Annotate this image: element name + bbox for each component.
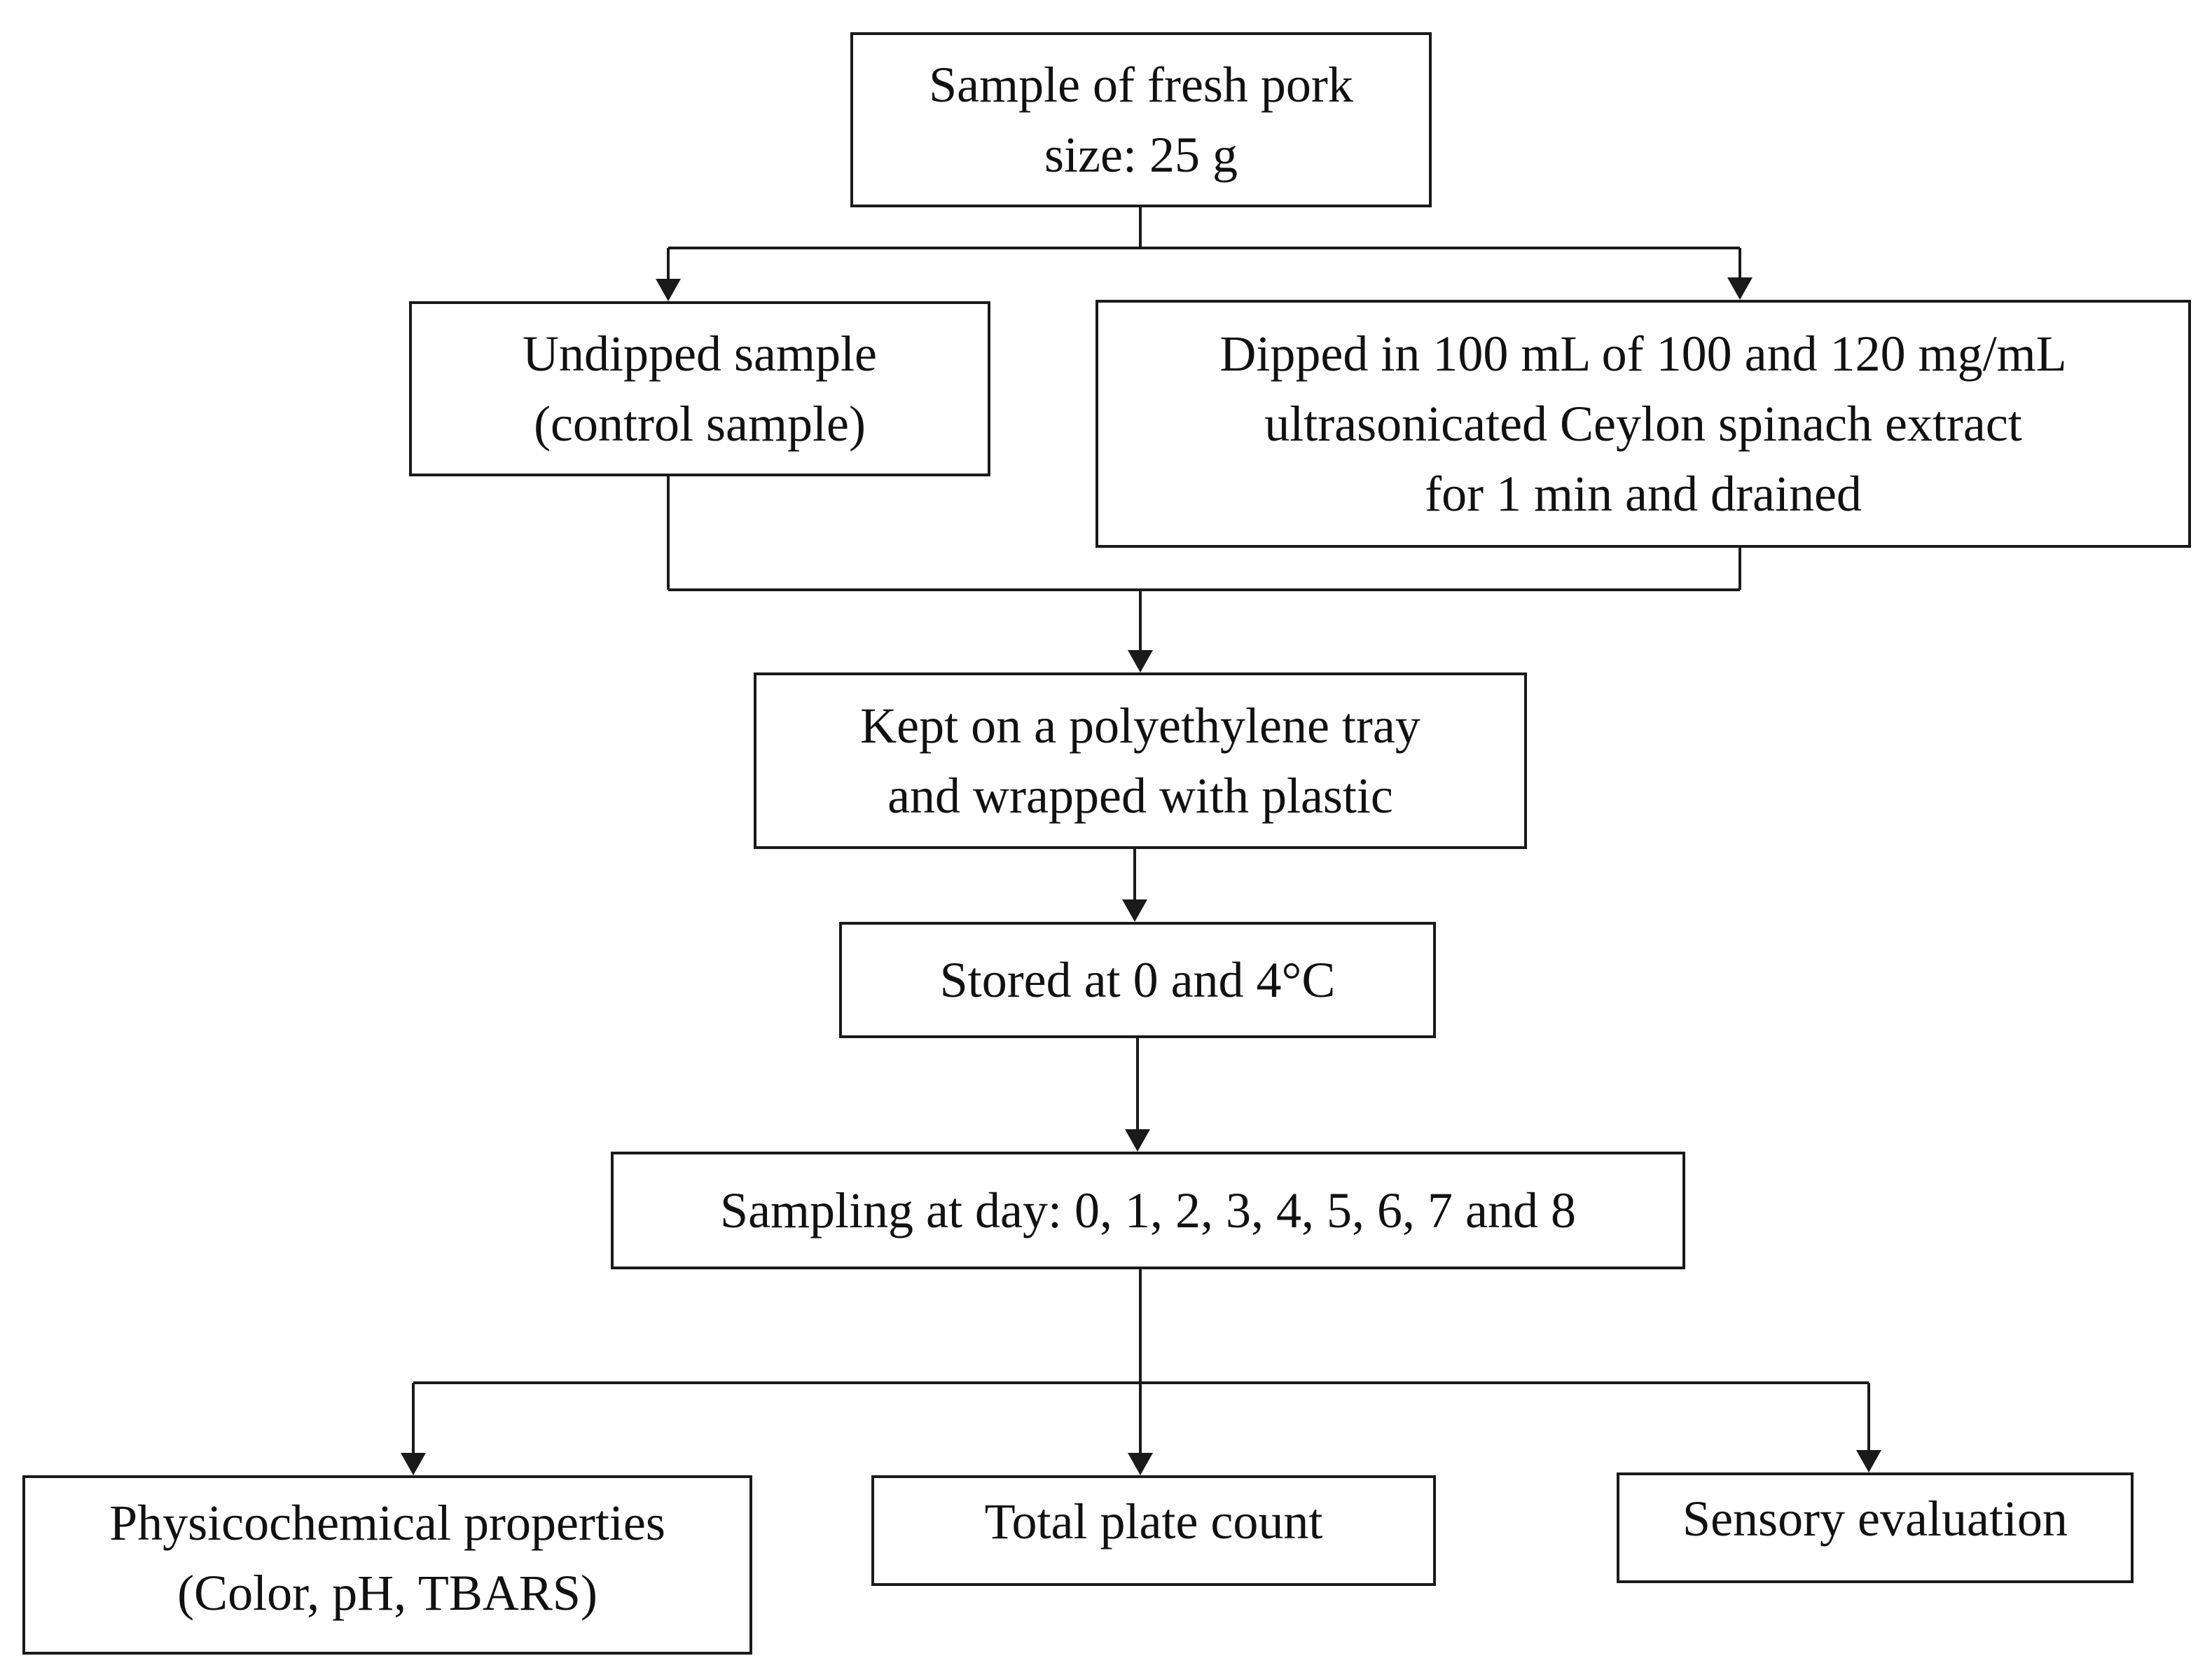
node-tray-line-2: and wrapped with plastic bbox=[887, 768, 1393, 824]
arrowhead-undipped bbox=[656, 279, 681, 301]
node-fresh-pork-line-1: Sample of fresh pork bbox=[929, 57, 1353, 113]
node-physicochemical-line-2: (Color, pH, TBARS) bbox=[177, 1565, 597, 1621]
node-undipped-line-2: (control sample) bbox=[534, 396, 866, 452]
node-dipped-line-2: ultrasonicated Ceylon spinach extract bbox=[1264, 396, 2022, 452]
node-dipped-line-1: Dipped in 100 mL of 100 and 120 mg/mL bbox=[1219, 326, 2067, 382]
arrowhead-sampling bbox=[1125, 1129, 1150, 1152]
node-physicochemical-line-1: Physicochemical properties bbox=[109, 1495, 665, 1551]
node-undipped-sample: Undipped sample (control sample) bbox=[409, 301, 990, 476]
node-undipped-line-1: Undipped sample bbox=[523, 326, 877, 382]
node-sampling-line-1: Sampling at day: 0, 1, 2, 3, 4, 5, 6, 7 … bbox=[720, 1182, 1576, 1238]
node-polyethylene-tray: Kept on a polyethylene tray and wrapped … bbox=[754, 672, 1527, 849]
node-total-plate-count: Total plate count bbox=[871, 1475, 1436, 1586]
node-stored-line-1: Stored at 0 and 4°C bbox=[939, 952, 1336, 1008]
node-tray-line-1: Kept on a polyethylene tray bbox=[860, 698, 1420, 754]
arrowhead-tray bbox=[1128, 650, 1153, 672]
arrowhead-physicochemical bbox=[401, 1453, 426, 1475]
node-physicochemical-properties: Physicochemical properties (Color, pH, T… bbox=[22, 1475, 752, 1655]
node-sensory-evaluation: Sensory evaluation bbox=[1617, 1472, 2134, 1583]
arrowhead-sensory bbox=[1856, 1450, 1881, 1472]
node-fresh-pork-sample: Sample of fresh pork size: 25 g bbox=[850, 32, 1432, 207]
node-dipped-sample: Dipped in 100 mL of 100 and 120 mg/mL ul… bbox=[1095, 300, 2191, 548]
arrowhead-stored bbox=[1122, 899, 1147, 922]
node-fresh-pork-line-2: size: 25 g bbox=[1044, 127, 1238, 183]
node-storage: Stored at 0 and 4°C bbox=[839, 922, 1436, 1038]
arrowhead-dipped bbox=[1727, 277, 1753, 300]
node-sensory-line-1: Sensory evaluation bbox=[1682, 1491, 2068, 1547]
node-total-plate-count-line-1: Total plate count bbox=[984, 1493, 1323, 1550]
node-sampling-days: Sampling at day: 0, 1, 2, 3, 4, 5, 6, 7 … bbox=[611, 1152, 1685, 1269]
node-dipped-line-3: for 1 min and drained bbox=[1425, 466, 1862, 522]
arrowhead-total-plate-count bbox=[1128, 1453, 1153, 1475]
